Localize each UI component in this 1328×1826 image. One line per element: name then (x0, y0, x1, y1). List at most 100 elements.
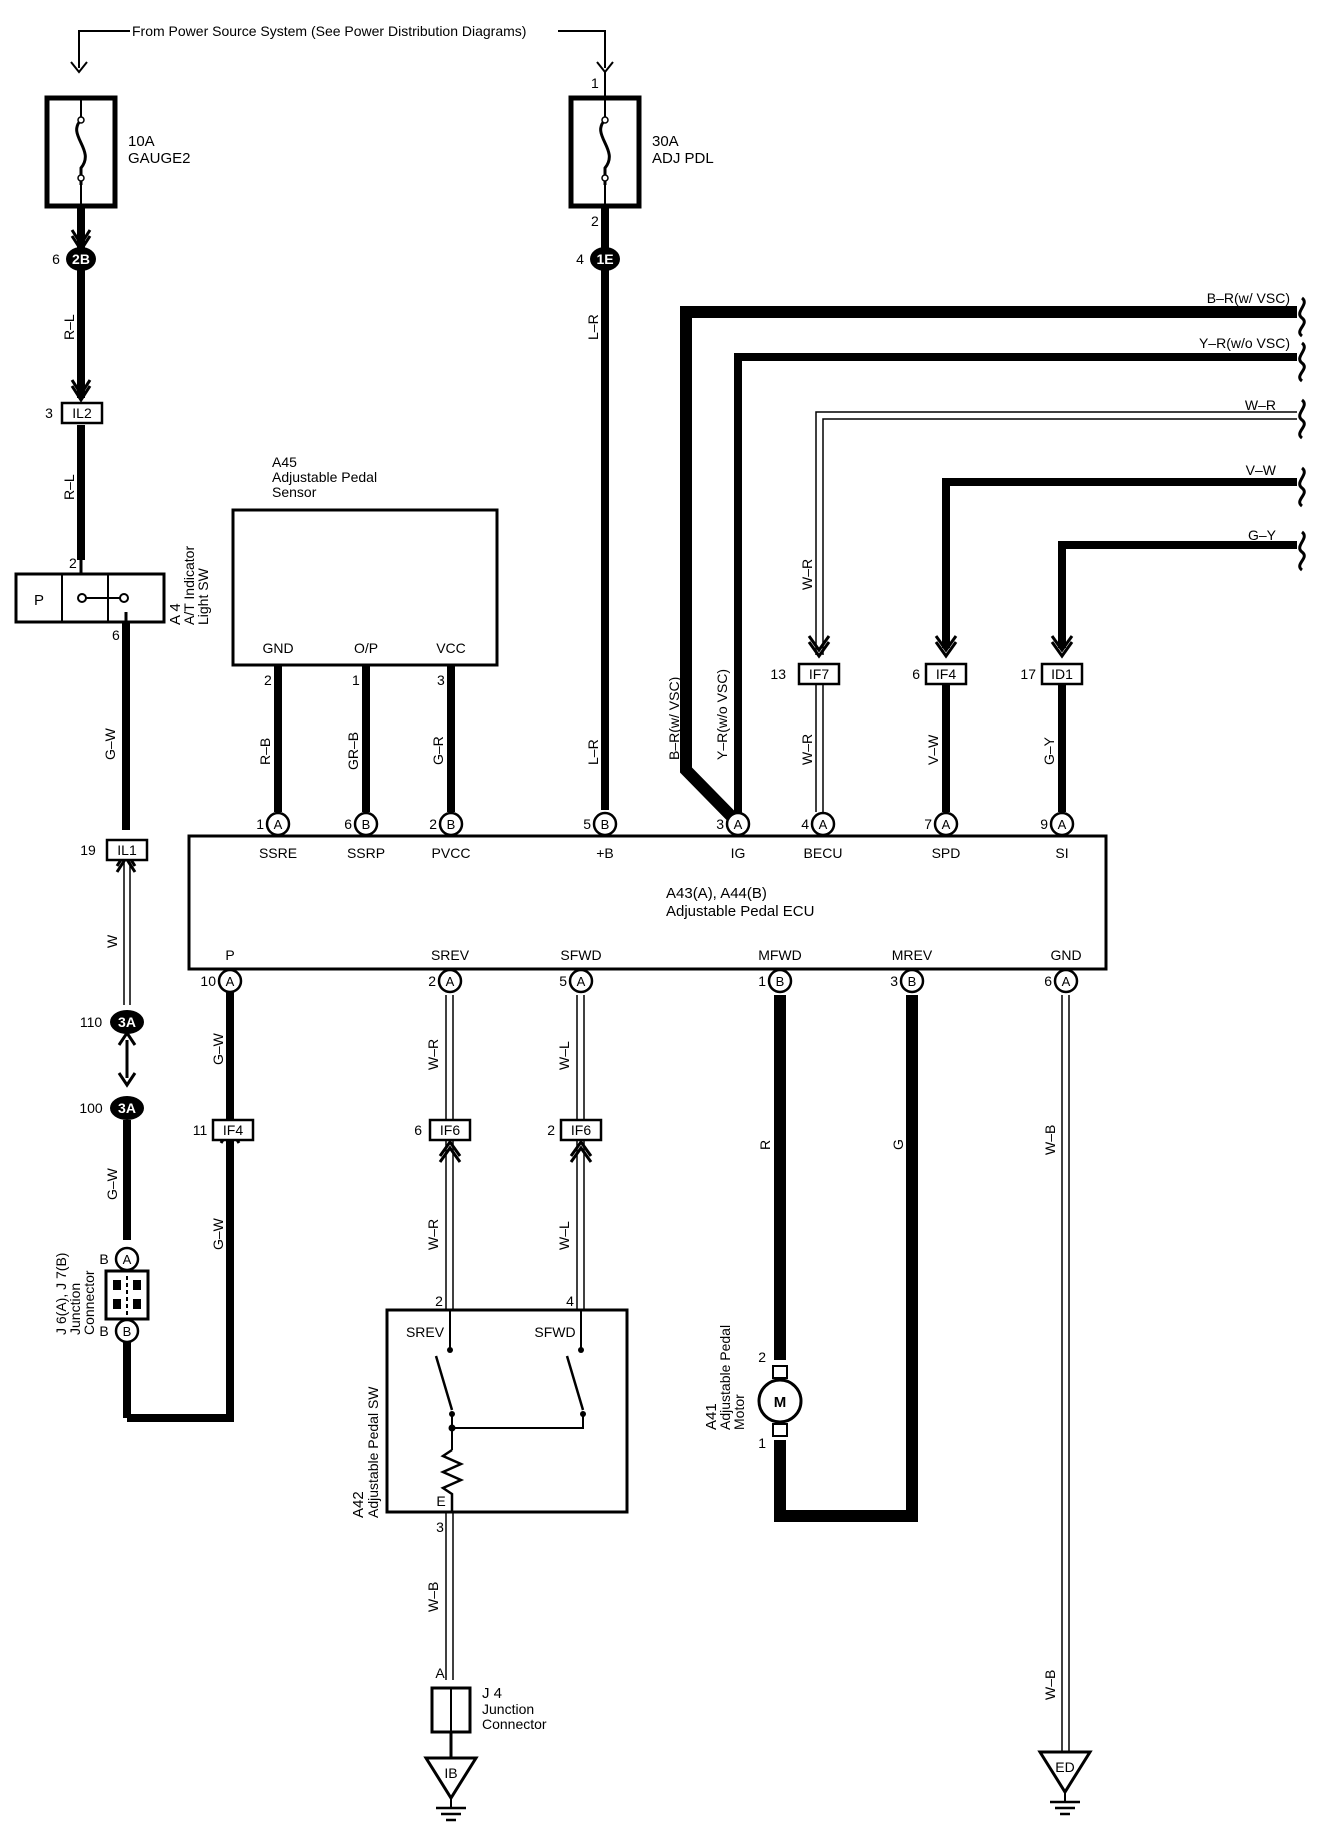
sensor-name-1: Adjustable Pedal (272, 469, 377, 485)
ecu-bottom-pin-num: 6 (1044, 973, 1052, 989)
fuse-adj-pin-bottom: 2 (591, 213, 599, 229)
wire-label-g-w-4: G–W (210, 1217, 226, 1250)
ecu-bottom-pin-circle (568, 968, 594, 994)
wire-label-g: G (890, 1139, 906, 1150)
connector-IF6-b: IF6 2 (547, 1118, 603, 1142)
right-wire-w-r: W–R (1245, 397, 1276, 413)
ecu-bottom-pin-label: MREV (892, 947, 933, 963)
connector-3A-100-id: 3A (118, 1100, 136, 1116)
ecu-bottom-pin-label: SFWD (560, 947, 601, 963)
sensor-wires: R–B GR–B G–R (257, 665, 455, 812)
wire-label-w: W (104, 934, 120, 948)
ecu-bottom-pin-conn: B (908, 974, 917, 989)
ground-ED-label: ED (1055, 1759, 1074, 1775)
wire-label-gr-b: GR–B (345, 732, 361, 770)
ecu-top-pin-label: SSRP (347, 845, 385, 861)
connector-1E: 1E 4 (576, 206, 620, 271)
j6-conn-top: A (123, 1252, 132, 1267)
power-source-note: From Power Source System (See Power Dist… (70, 23, 614, 74)
ecu-bottom-pin-label: GND (1050, 947, 1081, 963)
connector-IL2-id: IL2 (72, 405, 92, 421)
sensor-pin-gnd-label: GND (262, 640, 293, 656)
sensor-pin-op-num: 1 (352, 672, 360, 688)
ecu-top-pin-label: SPD (932, 845, 961, 861)
left-wire-labels: R–L R–L G–W W G–W G–W G–W (61, 314, 226, 1250)
wire-label-w-r-4: W–R (425, 1219, 441, 1250)
j6-conn-bottom: B (123, 1324, 132, 1339)
right-wire-y-r: Y–R(w/o VSC) (1199, 335, 1290, 351)
connector-IL2-pin: 3 (45, 405, 53, 421)
adjustable-pedal-switch: SREV SFWD E 2 4 3 A42 Adjustable Pedal S… (350, 1293, 629, 1535)
left-column-wires (77, 206, 234, 1422)
wire-label-r-l-1: R–L (61, 314, 77, 340)
connector-ID1: ID1 17 (1020, 662, 1084, 686)
ecu-top-pin-label: BECU (804, 845, 843, 861)
motor-pin-bottom: 1 (758, 1435, 766, 1451)
wire-label-w-b-3: W–B (425, 1582, 441, 1612)
ecu-bottom-pin-label: MFWD (758, 947, 802, 963)
fuse-gauge2-amp: 10A (128, 133, 155, 150)
ecu-bottom-pin-circle (899, 968, 925, 994)
pedal-sw-pin-sfwd: 4 (566, 1293, 574, 1309)
sensor-pin-vcc-num: 3 (437, 672, 445, 688)
j4-name-2: Connector (482, 1716, 547, 1732)
wire-label-l-r-1: L–R (585, 314, 601, 340)
ecu-top-pin-num: 7 (924, 816, 932, 832)
ecu-bottom-pin-num: 1 (758, 973, 766, 989)
light-switch-name-2: Light SW (195, 567, 211, 625)
ecu-top-pin-conn: B (362, 817, 371, 832)
wire-label-g-w-2: G–W (104, 1167, 120, 1200)
ecu-bottom-pin-conn: A (1062, 974, 1071, 989)
ecu-top-pin-num: 4 (801, 816, 809, 832)
connector-IF6-a-id: IF6 (440, 1122, 460, 1138)
j6-name-1: Junction (67, 1283, 83, 1335)
if6-arrow-heads (438, 1139, 593, 1163)
ecu-top-pin: B5+B (583, 811, 618, 861)
connector-1E-id: 1E (596, 251, 613, 267)
wire-label-w-l-2: W–L (556, 1221, 572, 1250)
junction-connector-j6-j7: A B B B J 6(A), J 7(B) Junction Connecto… (53, 1246, 150, 1344)
light-switch-pin-bottom: 6 (112, 627, 120, 643)
ecu-bottom-pin-label: SREV (431, 947, 470, 963)
ecu-code: A43(A), A44(B) (666, 885, 767, 902)
if-to-ecu-wires: W–R W–R V–W G–Y (799, 559, 1066, 812)
ecu-bottom-pin-num: 10 (200, 973, 216, 989)
pedal-sw-name: Adjustable Pedal SW (365, 1386, 381, 1518)
ground-IB: IB (423, 1756, 479, 1822)
wire-label-v-w: V–W (925, 734, 941, 765)
wire-label-w-r-2: W–R (799, 734, 815, 765)
ecu-top-pin-conn: A (1058, 817, 1067, 832)
ecu-top-pin-label: SSRE (259, 845, 297, 861)
connector-IF6-a: IF6 6 (414, 1118, 472, 1142)
fuse-adj-amp: 30A (652, 133, 679, 150)
connector-2B-pin: 6 (52, 251, 60, 267)
ecu-top-pin-conn: A (734, 817, 743, 832)
ecu-top-pin-conn: A (274, 817, 283, 832)
power-source-text: From Power Source System (See Power Dist… (132, 23, 526, 39)
wire-label-r: R (757, 1140, 773, 1150)
wire-label-g-r: G–R (430, 736, 446, 765)
ecu-top-pin-label: +B (596, 845, 614, 861)
connector-3A-100: 3A 100 (79, 1096, 144, 1120)
ecu-top-pin-circle (810, 811, 836, 837)
connector-3A-110-id: 3A (118, 1014, 136, 1030)
sensor-pin-op-label: O/P (354, 640, 378, 656)
ecu-bottom-pin-conn: A (446, 974, 455, 989)
fuse-adj-pin-top: 1 (591, 75, 599, 91)
ecu-top-pin-conn: B (447, 817, 456, 832)
connector-IF6-a-pin: 6 (414, 1122, 422, 1138)
j6-name-2: Connector (81, 1270, 97, 1335)
sensor-code: A45 (272, 454, 297, 470)
wire-label-w-r-1: W–R (799, 559, 815, 590)
ground-IB-label: IB (444, 1765, 457, 1781)
sensor-pin-gnd-num: 2 (264, 672, 272, 688)
connector-IL2: IL2 3 (45, 401, 104, 425)
